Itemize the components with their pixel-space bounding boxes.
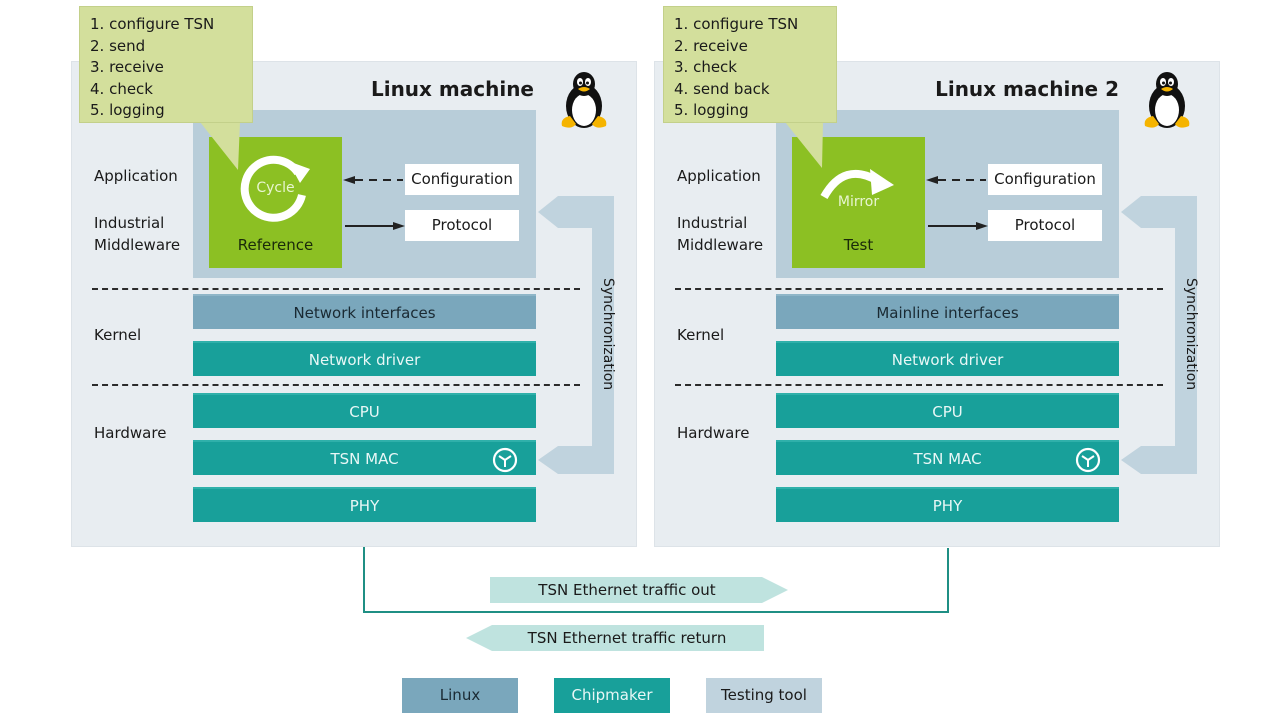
clock-icon <box>1075 447 1101 473</box>
divider-app-kernel <box>675 288 1163 290</box>
protocol-box: Protocol <box>988 210 1102 241</box>
linux-machine-1-panel: Linux machine Application Industrial Mid… <box>71 61 637 547</box>
label-industrial: Industrial <box>677 214 748 232</box>
app-top-word: Cycle <box>256 180 295 196</box>
label-hardware: Hardware <box>94 424 167 442</box>
app-bottom-word: Reference <box>237 236 314 254</box>
step-item: 4. send back <box>674 79 770 98</box>
traffic-out-label: TSN Ethernet traffic out <box>538 581 716 599</box>
synchronization-arrow <box>538 196 614 474</box>
legend-linux: Linux <box>402 678 518 713</box>
mirror-test-app: Mirror Test <box>792 137 925 268</box>
tsn-mac-label: TSN MAC <box>913 450 982 468</box>
layer-network-driver: Network driver <box>776 341 1119 376</box>
step-item: 5. logging <box>90 101 165 119</box>
label-kernel: Kernel <box>94 326 142 344</box>
linux-penguin-icon <box>1144 72 1190 128</box>
mirror-arrow-icon <box>820 169 894 200</box>
right-arrow-shape <box>490 577 788 603</box>
configuration-box: Configuration <box>405 164 519 195</box>
configuration-box: Configuration <box>988 164 1102 195</box>
tsn-mac-label: TSN MAC <box>330 450 399 468</box>
cycle-arrow-icon <box>240 155 310 222</box>
config-dashed-arrow <box>343 176 403 184</box>
layer-phy: PHY <box>193 487 536 522</box>
step-item: 1. configure TSN <box>90 15 215 33</box>
cycle-reference-app: Cycle Reference <box>209 137 342 268</box>
linux-penguin-icon <box>561 72 607 128</box>
protocol-box: Protocol <box>405 210 519 241</box>
label-middleware: Middleware <box>677 236 764 254</box>
traffic-return-arrow: TSN Ethernet traffic return <box>466 625 764 651</box>
label-kernel: Kernel <box>677 326 725 344</box>
layer-tsn-mac: TSN MAC <box>193 440 536 475</box>
label-hardware: Hardware <box>677 424 750 442</box>
layer-mainline-interfaces: Mainline interfaces <box>776 294 1119 329</box>
step-item: 3. receive <box>90 58 164 76</box>
synchronization-arrow <box>1121 196 1197 474</box>
step-item: 2. receive <box>674 36 748 55</box>
label-industrial: Industrial <box>94 214 165 232</box>
app-bottom-word: Test <box>843 236 874 254</box>
traffic-out-arrow: TSN Ethernet traffic out <box>490 577 788 603</box>
legend-testing-tool: Testing tool <box>706 678 822 713</box>
machine-title: Linux machine <box>370 77 534 101</box>
layer-cpu: CPU <box>776 393 1119 428</box>
label-application: Application <box>677 167 761 185</box>
step-item: 4. check <box>90 79 153 98</box>
layer-network-interfaces: Network interfaces <box>193 294 536 329</box>
divider-kernel-hardware <box>675 384 1163 386</box>
protocol-arrow <box>345 222 405 230</box>
legend-chipmaker: Chipmaker <box>554 678 670 713</box>
step-item: 2. send <box>90 36 146 55</box>
machine-1-steps-callout: 1. configure TSN 2. send 3. receive 4. c… <box>79 6 253 123</box>
step-item: 3. check <box>674 58 737 76</box>
label-middleware: Middleware <box>94 236 181 254</box>
label-application: Application <box>94 167 178 185</box>
linux-machine-2-panel: Linux machine 2 Application Industrial M… <box>654 61 1220 547</box>
synchronization-label: Synchronization <box>1183 277 1199 391</box>
machine-2-steps-callout: 1. configure TSN 2. receive 3. check 4. … <box>663 6 837 123</box>
divider-kernel-hardware <box>92 384 580 386</box>
traffic-return-label: TSN Ethernet traffic return <box>527 629 727 647</box>
layer-cpu: CPU <box>193 393 536 428</box>
clock-icon <box>492 447 518 473</box>
step-item: 1. configure TSN <box>674 15 799 33</box>
machine-title: Linux machine 2 <box>935 77 1119 101</box>
callout-tails <box>200 122 823 170</box>
layer-phy: PHY <box>776 487 1119 522</box>
step-item: 5. logging <box>674 101 749 119</box>
config-dashed-arrow <box>926 176 986 184</box>
synchronization-label: Synchronization <box>600 277 616 391</box>
left-arrow-shape <box>466 625 764 651</box>
app-top-word: Mirror <box>837 194 880 210</box>
protocol-arrow <box>928 222 988 230</box>
layer-network-driver: Network driver <box>193 341 536 376</box>
divider-app-kernel <box>92 288 580 290</box>
layer-tsn-mac: TSN MAC <box>776 440 1119 475</box>
